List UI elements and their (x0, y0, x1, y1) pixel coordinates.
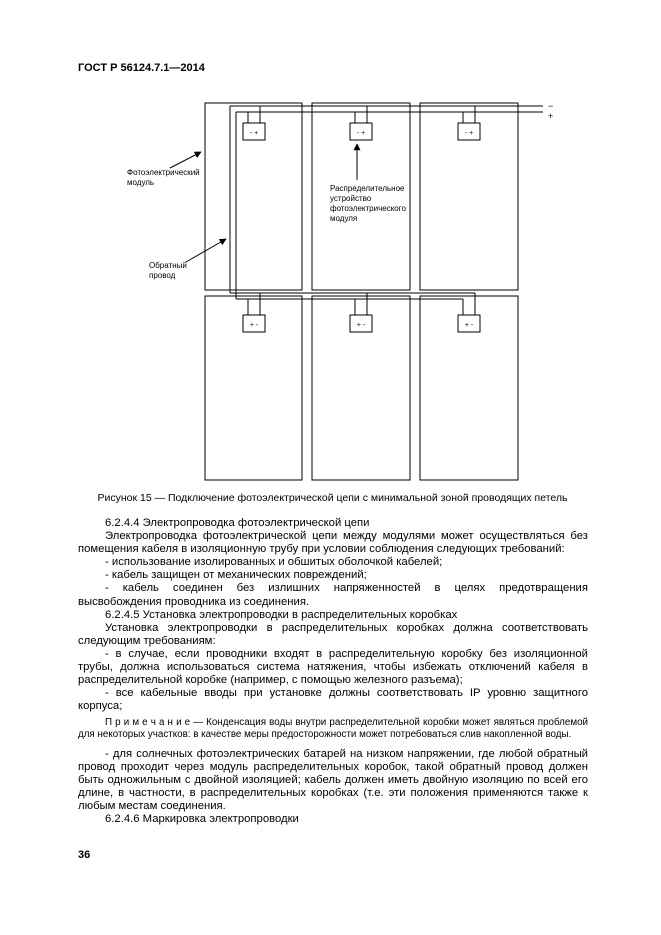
list-item: - использование изолированных и обшитых … (105, 556, 443, 569)
arrow-line (185, 238, 227, 263)
annotation-label: провод (149, 271, 176, 280)
paragraph: Установка электропроводки в распределите… (78, 621, 588, 647)
list-item: - кабель соединен без излишних напряженн… (78, 582, 588, 608)
output-plus-label: + (548, 111, 553, 121)
terminal-label: - + (250, 130, 258, 137)
junction-box (242, 314, 266, 333)
wiring (229, 105, 543, 315)
annotation-label: Обратный (149, 261, 187, 270)
annotation-return-wire: Обратный провод (149, 238, 227, 280)
junction-box (349, 122, 373, 141)
junction-box (349, 314, 373, 333)
annotation-module: Фотоэлектрический модуль (127, 151, 202, 187)
list-item: - кабель защищен от механических поврежд… (105, 569, 367, 582)
annotation-label: модуля (330, 214, 357, 223)
arrow-line (169, 151, 202, 169)
annotation-label: фотоэлектрического (330, 204, 406, 213)
list-item: - для солнечных фотоэлектрических батаре… (78, 747, 588, 813)
section-heading-6-2-4-4: 6.2.4.4 Электропроводка фотоэлектрическо… (105, 517, 370, 529)
page-number: 36 (78, 849, 91, 861)
annotation-label: модуль (127, 178, 154, 187)
note: П р и м е ч а н и е — Конденсация воды в… (78, 717, 588, 740)
junction-box (457, 314, 481, 333)
list-item: - все кабельные вводы при установке долж… (78, 687, 588, 713)
document-body: 6.2.4.4 Электропроводка фотоэлектрическо… (78, 517, 588, 826)
list-item: - в случае, если проводники входят в рас… (78, 647, 588, 687)
terminal-label: + - (465, 322, 474, 329)
section-heading-6-2-4-5: 6.2.4.5 Установка электропроводки в расп… (105, 608, 458, 621)
paragraph: Электропроводка фотоэлектрической цепи м… (78, 530, 588, 556)
junction-box (242, 122, 266, 141)
output-minus-label: − (548, 101, 553, 111)
pv-modules (204, 102, 519, 481)
terminal-label: + - (250, 322, 259, 329)
terminal-label: + - (357, 322, 366, 329)
annotation-distribution-device: Распределительное устройство фотоэлектри… (330, 143, 406, 223)
junction-box (457, 122, 481, 141)
figure-caption: Рисунок 15 — Подключение фотоэлектрическ… (97, 492, 568, 504)
annotation-label: Распределительное (330, 184, 405, 193)
junction-boxes: - + - + - + + - + - + - (242, 122, 481, 333)
terminal-label: - + (357, 130, 365, 137)
annotation-label: Фотоэлектрический (127, 168, 200, 177)
section-heading-6-2-4-6: 6.2.4.6 Маркировка электропроводки (105, 813, 299, 826)
terminal-label: - + (465, 130, 473, 137)
document-header: ГОСТ Р 56124.7.1—2014 (78, 62, 205, 74)
annotation-label: устройство (330, 194, 372, 203)
figure-15-diagram: - + - + - + + - + - + - − + Фотоэлектрич… (127, 101, 553, 481)
